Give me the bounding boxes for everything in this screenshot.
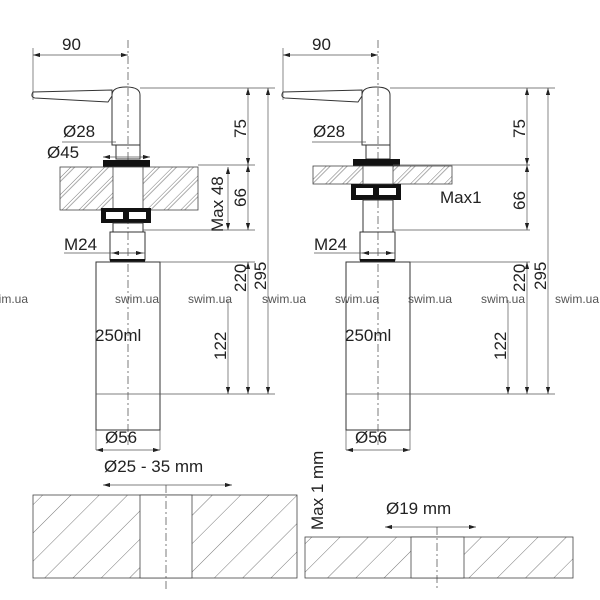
max1-label: Max1 <box>440 188 482 207</box>
watermark: swim.ua <box>262 292 306 306</box>
watermark: swim.ua <box>555 292 599 306</box>
h75-label: 75 <box>510 119 529 138</box>
h122-label: 122 <box>211 332 230 360</box>
right-dispenser: 90 Ø28 Max1 M24 250ml Ø56 75 66 2 <box>281 35 555 453</box>
h295-label: 295 <box>251 262 270 290</box>
thick-hole-label: Ø25 - 35 mm <box>104 457 203 476</box>
volume-label: 250ml <box>345 326 391 345</box>
watermark: swim.ua <box>0 292 28 306</box>
watermark: swim.ua <box>408 292 452 306</box>
m24-label: M24 <box>314 235 347 254</box>
watermark: swim.ua <box>115 292 159 306</box>
h220-label: 220 <box>231 264 250 292</box>
width-90-label: 90 <box>62 35 81 54</box>
m24-label: M24 <box>64 235 97 254</box>
left-dispenser: 90 Ø28 Ø45 M24 250ml Ø56 75 66 <box>31 35 275 453</box>
h122-label: 122 <box>491 332 510 360</box>
thin-hole-label: Ø19 mm <box>386 499 451 518</box>
thin-countertop-cutout: Max 1 mm Ø19 mm <box>304 451 574 590</box>
width-90-label: 90 <box>312 35 331 54</box>
volume-label: 250ml <box>95 326 141 345</box>
d28-label: Ø28 <box>313 122 345 141</box>
h295-label: 295 <box>531 262 550 290</box>
d56-label: Ø56 <box>355 428 387 447</box>
h75-label: 75 <box>231 119 250 138</box>
watermark-row: swim.ua swim.ua swim.ua swim.ua swim.ua … <box>0 292 599 306</box>
h66-label: 66 <box>231 188 250 207</box>
watermark: swim.ua <box>481 292 525 306</box>
h220-label: 220 <box>510 264 529 292</box>
d45-label: Ø45 <box>47 143 79 162</box>
max48-label: Max 48 <box>208 176 227 232</box>
thin-max-label: Max 1 mm <box>308 451 327 530</box>
watermark: swim.ua <box>335 292 379 306</box>
h66-label: 66 <box>510 191 529 210</box>
d56-label: Ø56 <box>105 428 137 447</box>
watermark: swim.ua <box>188 292 232 306</box>
thick-countertop-cutout: Ø25 - 35 mm <box>32 457 298 590</box>
d28-label: Ø28 <box>63 122 95 141</box>
